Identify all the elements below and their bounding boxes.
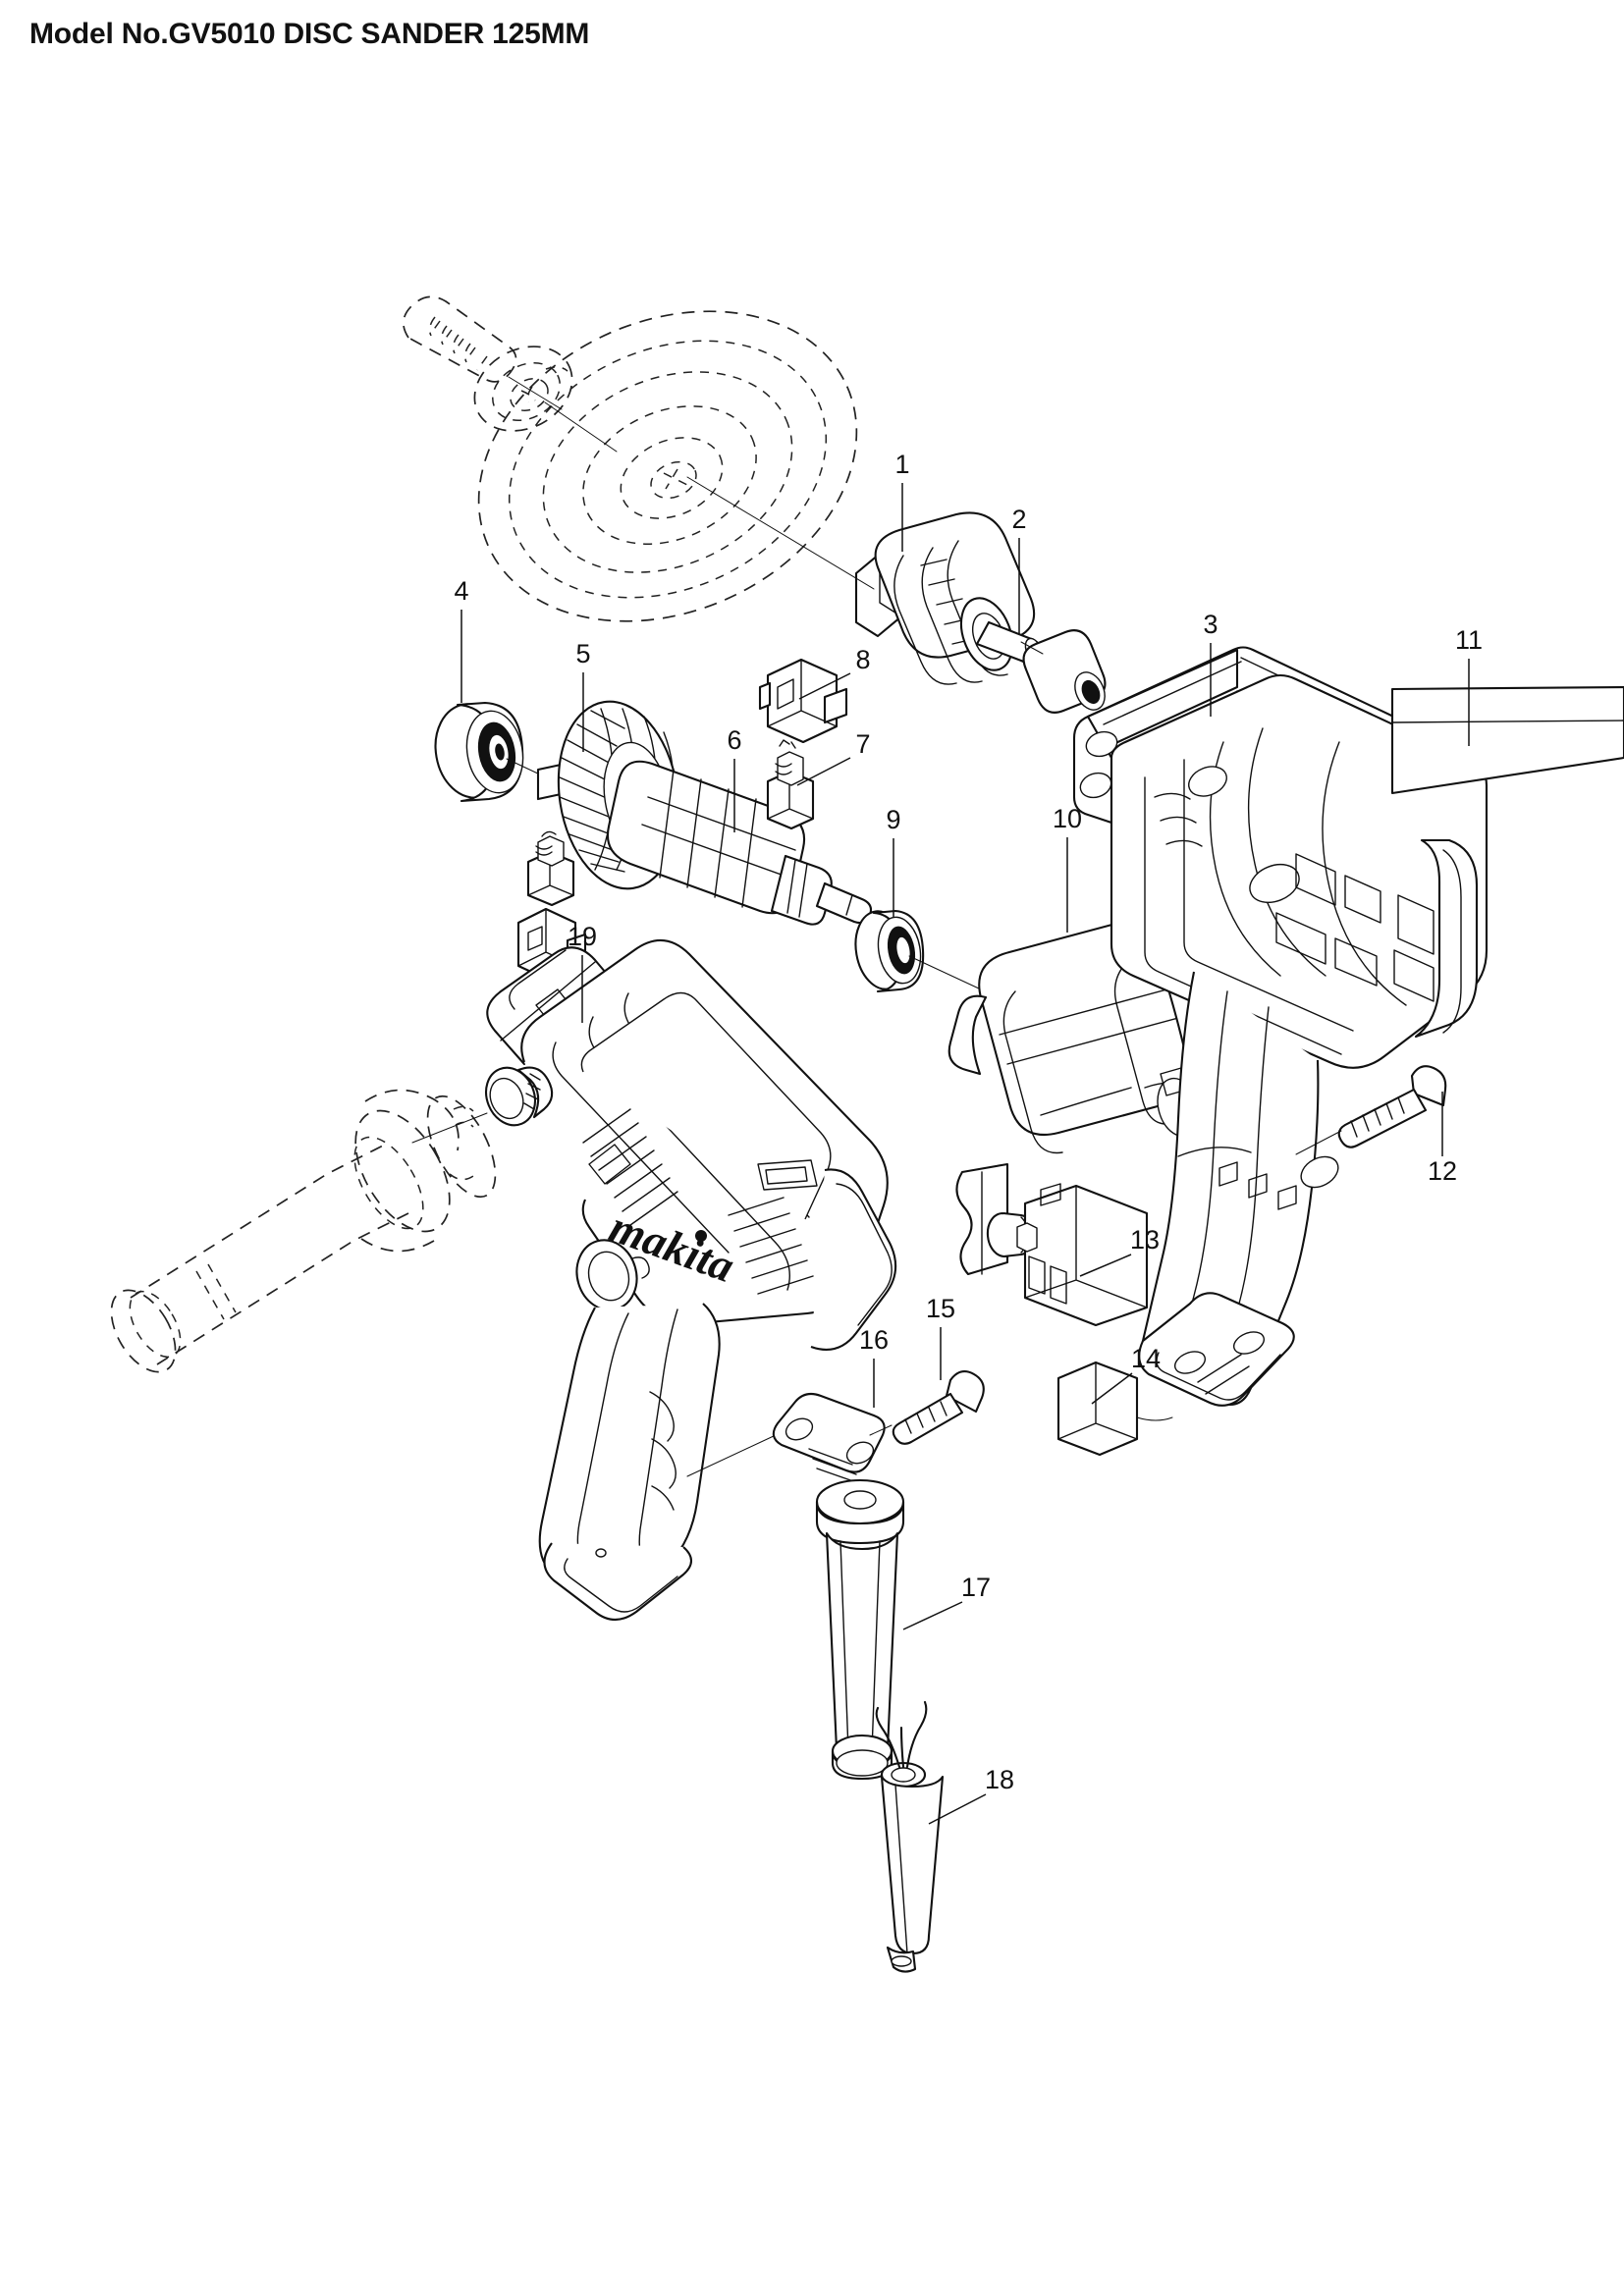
callout-16: 16: [859, 1325, 889, 1408]
part-13-trigger-switch: [955, 1162, 1149, 1327]
callout-6: 6: [727, 725, 742, 832]
svg-text:12: 12: [1428, 1156, 1457, 1186]
part-17-side-grip-handle: [815, 1478, 905, 1781]
part-12-tapping-screw: [1295, 1065, 1447, 1155]
callout-layer: 1 2 3 4 5 6 7: [454, 450, 1483, 1825]
svg-text:17: 17: [961, 1573, 991, 1602]
part-19-spindle-collar: [411, 1066, 554, 1144]
part-2-bushing-sleeve: [1020, 629, 1107, 714]
part-19-trigger: [575, 1239, 650, 1311]
ghost-leader-washer: [544, 401, 618, 453]
svg-text:15: 15: [926, 1294, 955, 1323]
svg-text:7: 7: [855, 729, 870, 759]
part-5-6-armature: [536, 700, 873, 926]
callout-11: 11: [1455, 625, 1483, 746]
callout-4: 4: [454, 576, 469, 703]
part-15-pan-head-screw: [892, 1370, 985, 1445]
callout-14: 14: [1091, 1344, 1161, 1405]
callout-13: 13: [1079, 1225, 1160, 1277]
svg-text:3: 3: [1203, 610, 1218, 639]
ghost-disc-screw: [403, 295, 563, 410]
part-8-brush-holder: [758, 658, 848, 744]
part-19-leader-to-clamp: [686, 1434, 777, 1477]
part-12-leader-to-boss: [1295, 1130, 1342, 1155]
callout-9: 9: [886, 805, 901, 917]
callout-1: 1: [894, 450, 910, 552]
part-1-leader-to-disc: [686, 476, 875, 590]
ghost-disc-washer: [473, 346, 573, 432]
callout-10: 10: [1053, 804, 1082, 933]
part-11-name-plate: [1390, 685, 1624, 795]
part-7-carbon-brush-second: [526, 830, 575, 907]
part-4-ball-bearing-front: [434, 701, 610, 808]
svg-text:16: 16: [859, 1325, 889, 1355]
callout-5: 5: [575, 639, 591, 752]
page-title: Model No.GV5010 DISC SANDER 125MM: [29, 18, 590, 50]
svg-text:6: 6: [727, 725, 741, 755]
part-14-wire: [1136, 1416, 1173, 1421]
svg-text:18: 18: [985, 1765, 1014, 1794]
part-18-power-cord-sheath: [875, 1700, 945, 1973]
callout-19: 19: [568, 922, 597, 1023]
part-14-noise-suppressor: [1056, 1361, 1173, 1457]
svg-text:4: 4: [454, 576, 468, 606]
callout-3: 3: [1203, 610, 1218, 717]
ghost-sanding-disc: [477, 310, 858, 622]
callout-12: 12: [1428, 1092, 1457, 1186]
part-1-spindle-gear-assembly: [686, 476, 1042, 685]
svg-text:11: 11: [1455, 625, 1483, 655]
part-16-cord-clamp: [772, 1392, 893, 1483]
svg-text:2: 2: [1011, 505, 1026, 534]
callout-15: 15: [926, 1294, 955, 1380]
svg-text:8: 8: [855, 645, 870, 674]
svg-text:1: 1: [894, 450, 909, 479]
callout-2: 2: [1011, 505, 1027, 634]
ghost-side-handle-installed: [110, 1089, 497, 1373]
svg-text:19: 19: [568, 922, 597, 951]
callout-18: 18: [928, 1765, 1014, 1825]
part-7-carbon-brush: [766, 739, 815, 830]
svg-text:14: 14: [1131, 1344, 1161, 1373]
callout-7: 7: [796, 729, 871, 786]
svg-text:10: 10: [1053, 804, 1082, 833]
svg-text:9: 9: [886, 805, 900, 834]
callout-17: 17: [902, 1573, 991, 1630]
svg-text:13: 13: [1130, 1225, 1160, 1255]
part-19-main-housing-body: makita: [411, 938, 897, 1622]
part-9-ball-bearing-rear: [854, 909, 995, 996]
callout-8: 8: [798, 645, 871, 700]
svg-text:5: 5: [575, 639, 590, 668]
